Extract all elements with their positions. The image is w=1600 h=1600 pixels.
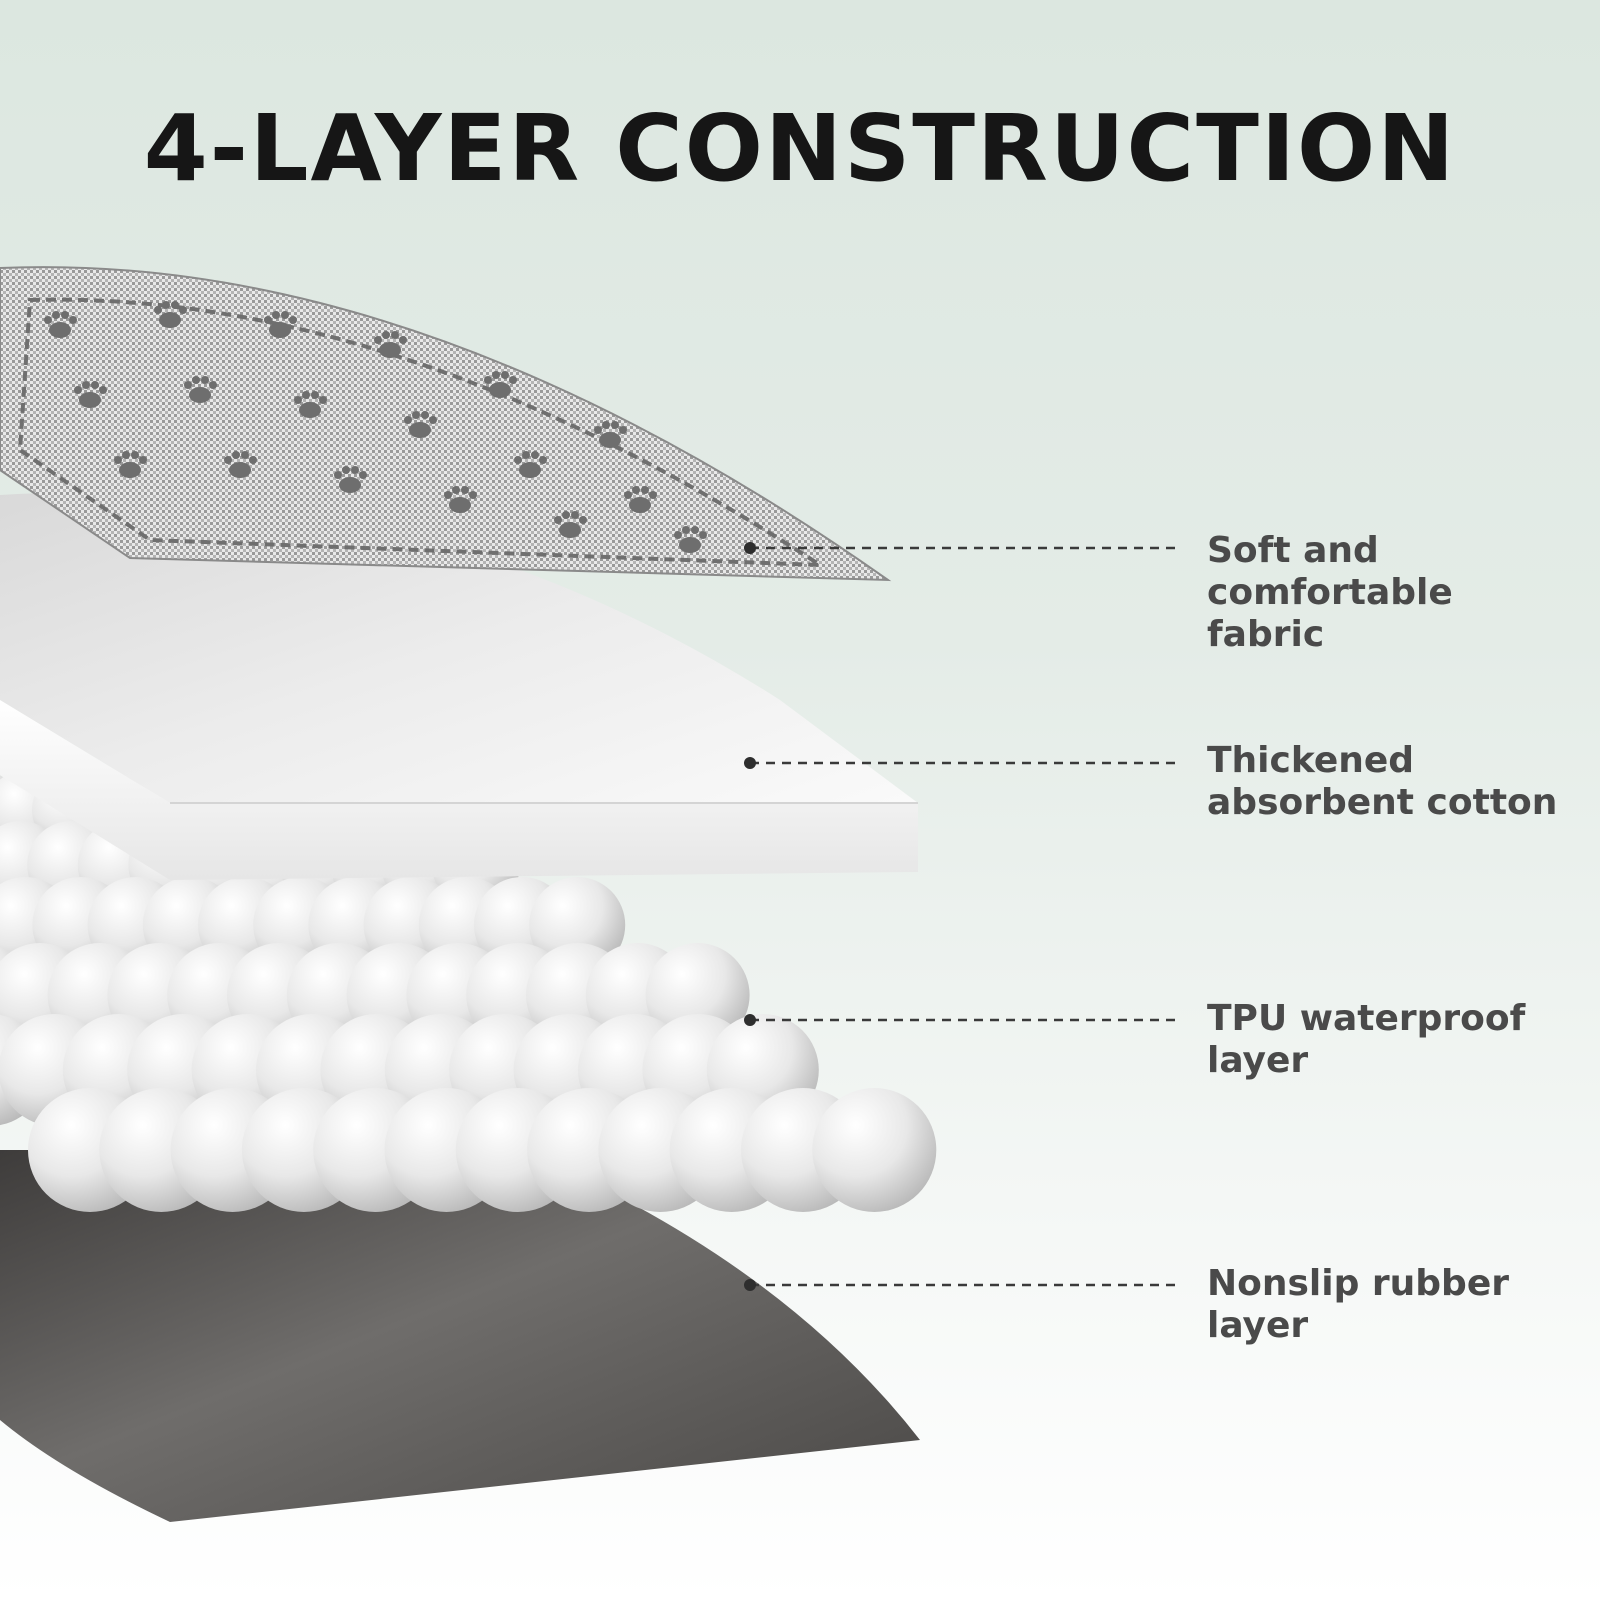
paw-print-icon xyxy=(184,376,217,403)
paw-print-icon xyxy=(294,391,327,418)
paw-print-icon xyxy=(594,421,627,448)
leader-dot-2 xyxy=(744,757,756,769)
paw-print-icon xyxy=(484,371,517,398)
paw-print-icon xyxy=(514,451,547,478)
leader-dot-1 xyxy=(744,542,756,554)
label-cotton: Thickened absorbent cotton xyxy=(1207,740,1558,823)
paw-print-icon xyxy=(404,411,437,438)
paw-print-icon xyxy=(334,466,367,493)
rubber-layer-icon xyxy=(0,1150,920,1522)
paw-print-icon xyxy=(624,486,657,513)
page-title: 4-LAYER CONSTRUCTION xyxy=(143,95,1457,202)
paw-print-icon xyxy=(554,511,587,538)
paw-print-icon xyxy=(224,451,257,478)
paw-print-icon xyxy=(114,451,147,478)
leader-lines xyxy=(744,542,1175,1291)
label-tpu: TPU waterproof layer xyxy=(1207,998,1526,1081)
label-rubber: Nonslip rubber layer xyxy=(1207,1263,1509,1346)
paw-print-icon xyxy=(44,311,77,338)
label-fabric: Soft and comfortable fabric xyxy=(1207,530,1453,655)
paw-print-icon xyxy=(154,301,187,328)
paw-print-icon xyxy=(674,526,707,553)
leader-dot-3 xyxy=(744,1014,756,1026)
cotton-layer-icon xyxy=(0,492,918,880)
paw-print-icon xyxy=(444,486,477,513)
paw-print-icon xyxy=(74,381,107,408)
leader-dot-4 xyxy=(744,1279,756,1291)
fabric-layer-icon xyxy=(0,266,892,582)
paw-print-icon xyxy=(264,311,297,338)
tpu-ball xyxy=(812,1088,937,1212)
paw-print-icon xyxy=(374,331,407,358)
